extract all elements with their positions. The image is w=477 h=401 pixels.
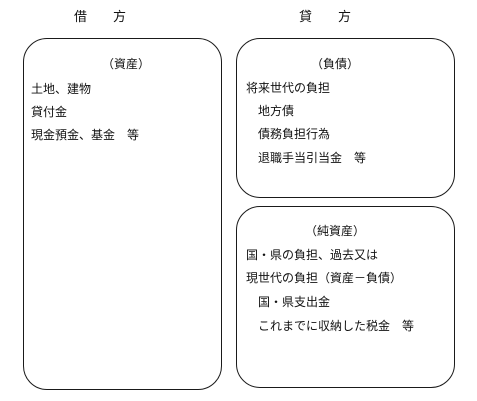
assets-line: 現金預金、基金 等	[31, 128, 140, 142]
assets-line: 貸付金	[31, 105, 68, 119]
liabilities-title: （負債）	[311, 57, 360, 71]
net-assets-line: 国・県の負担、過去又は	[246, 248, 379, 262]
liabilities-box: （負債） 将来世代の負担 地方債 債務負担行為 退職手当引当金 等	[236, 38, 455, 198]
liabilities-line: 将来世代の負担	[246, 81, 331, 95]
net-assets-title: （純資産）	[305, 224, 366, 238]
debit-header: 借 方	[74, 10, 127, 25]
assets-title: （資産）	[102, 57, 151, 71]
net-assets-line: 国・県支出金	[246, 295, 331, 309]
credit-header: 貸 方	[299, 10, 352, 25]
liabilities-line: 債務負担行為	[246, 127, 331, 141]
assets-line: 土地、建物	[31, 82, 92, 96]
net-assets-box: （純資産） 国・県の負担、過去又は 現世代の負担（資産－負債） 国・県支出金 こ…	[236, 206, 455, 388]
liabilities-line: 退職手当引当金 等	[246, 151, 367, 165]
net-assets-line: これまでに収納した税金 等	[246, 319, 415, 333]
assets-box: （資産） 土地、建物 貸付金 現金預金、基金 等	[23, 38, 222, 390]
liabilities-line: 地方債	[246, 104, 295, 118]
net-assets-line: 現世代の負担（資産－負債）	[246, 271, 403, 285]
